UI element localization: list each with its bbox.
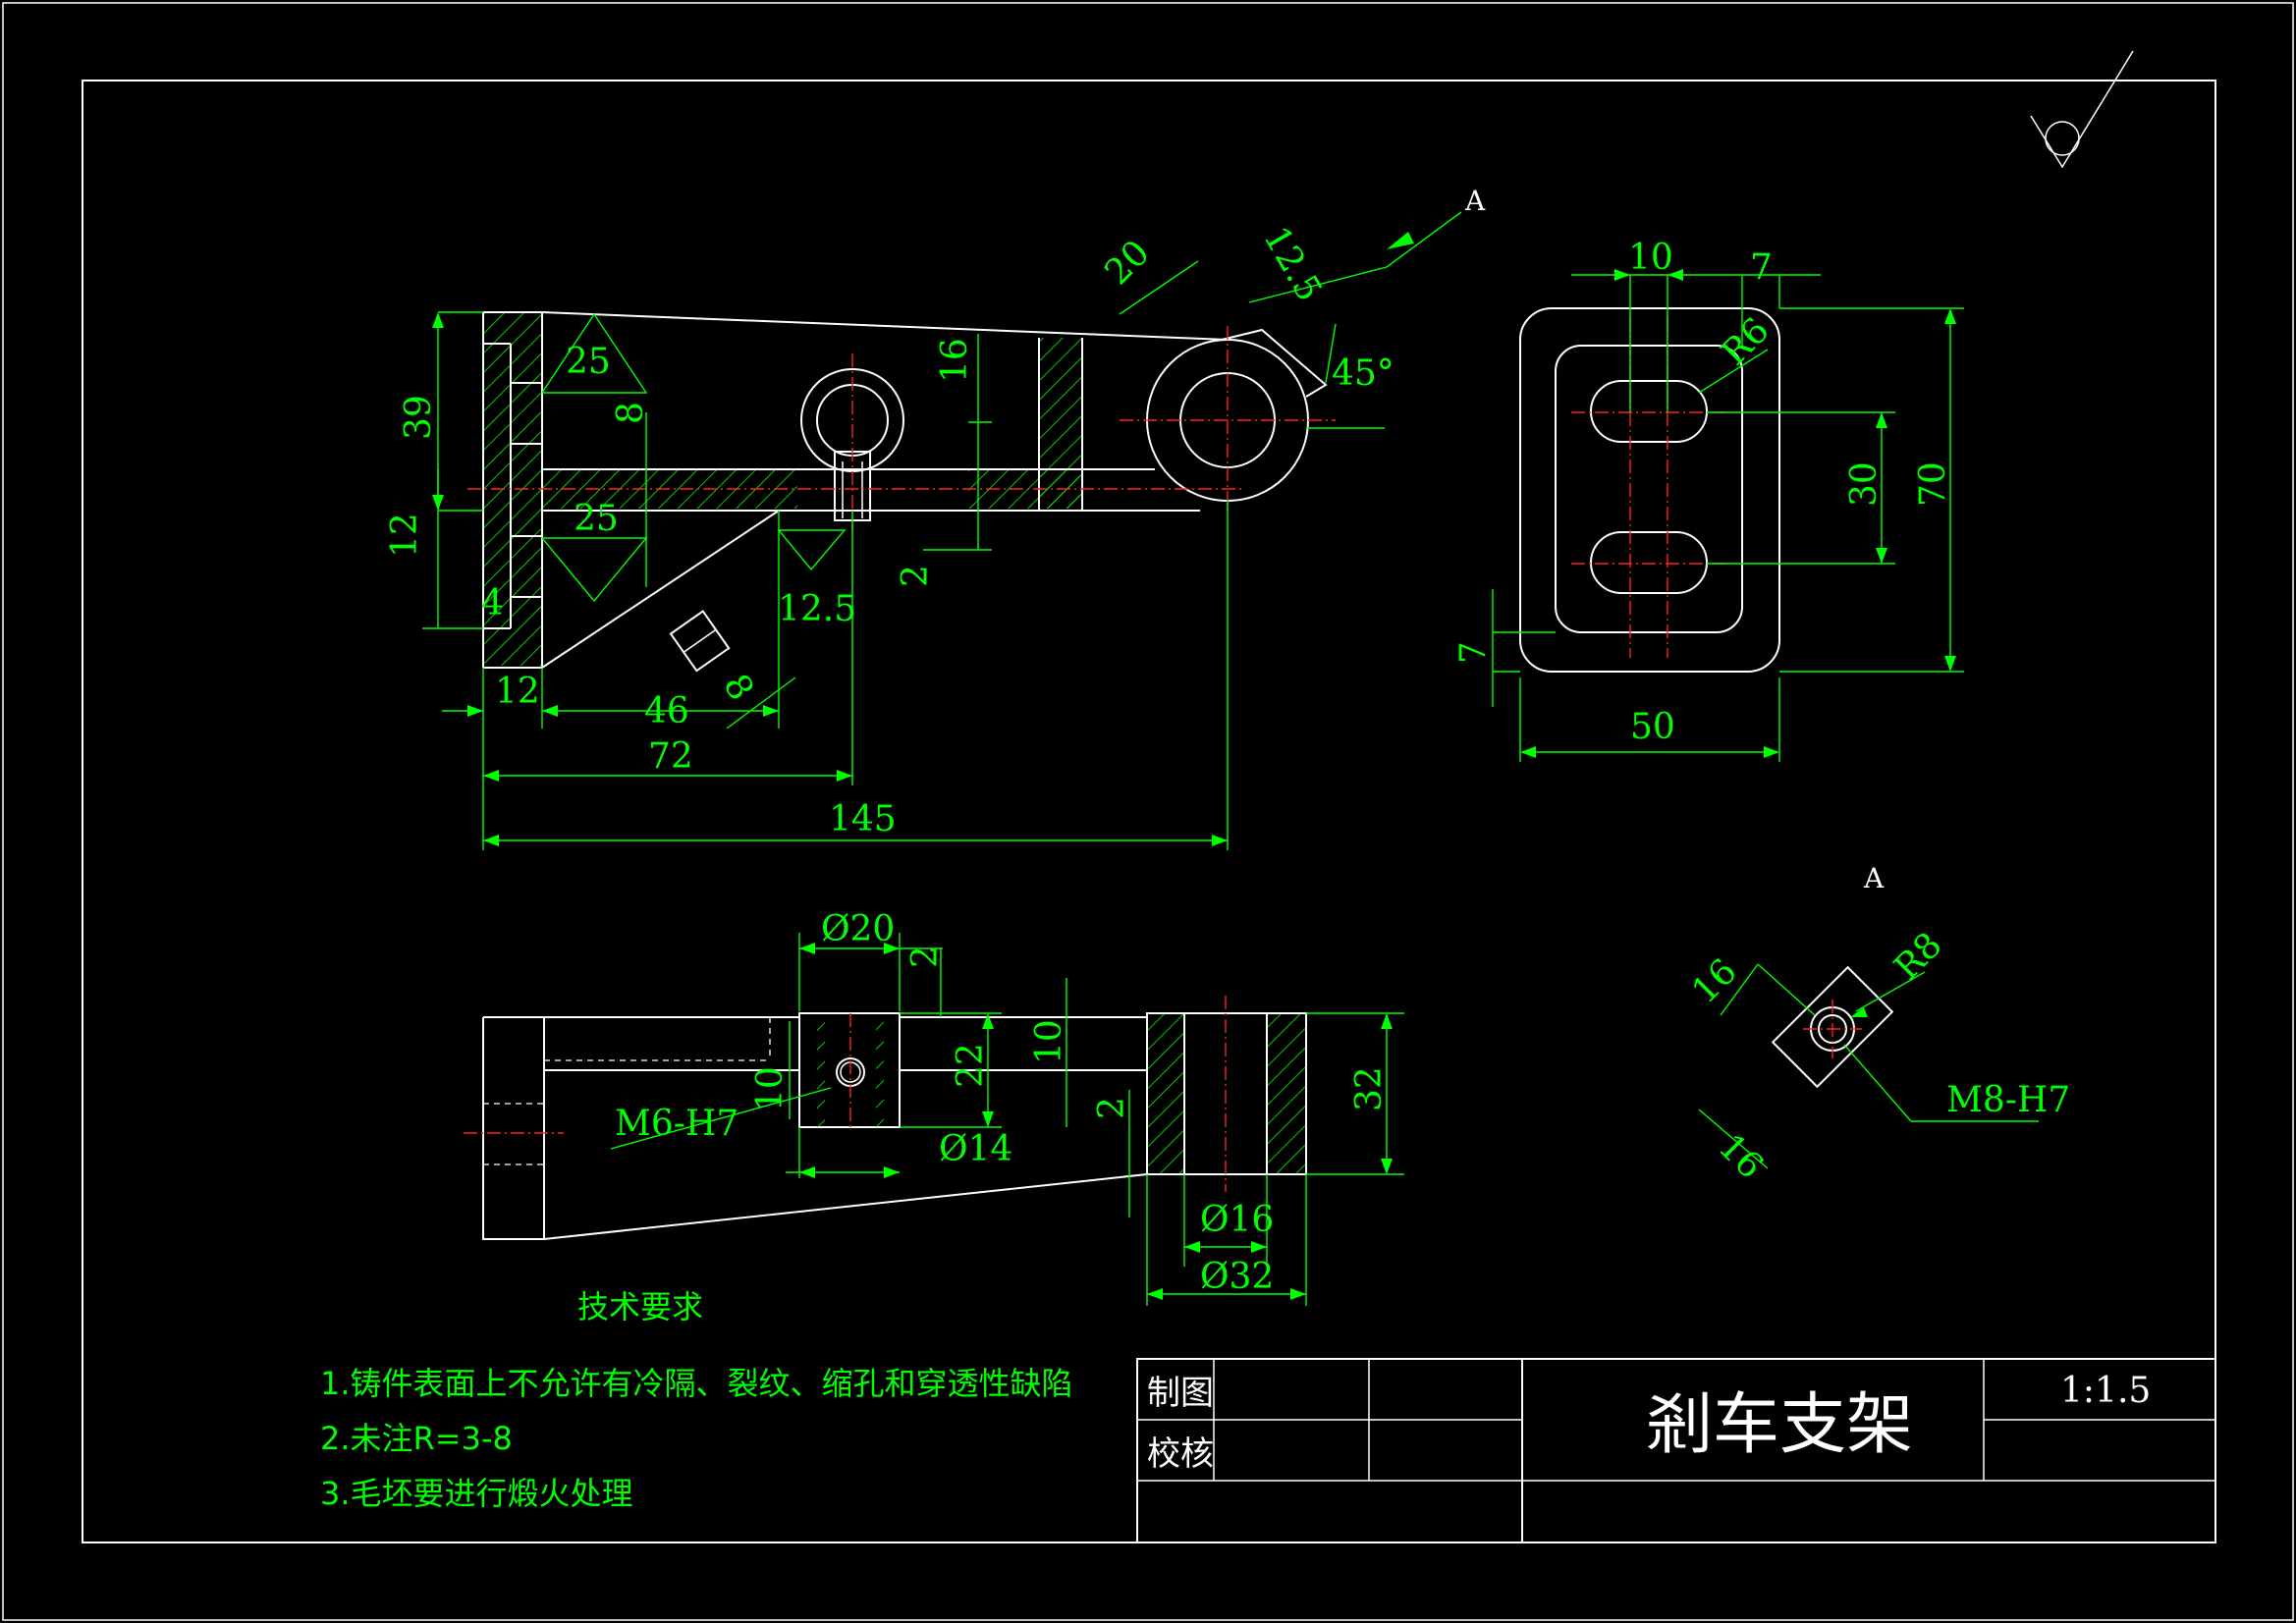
dim-25-mid: 25: [574, 499, 619, 539]
dim-22: 22: [951, 1043, 991, 1088]
dim-145: 145: [829, 799, 897, 839]
technical-requirements: 技术要求 1.铸件表面上不允许有冷隔、裂纹、缩孔和穿透性缺陷 2.未注R=3-8…: [320, 1288, 1073, 1512]
section-arrow-label-a: A: [1464, 185, 1486, 217]
dim-70: 70: [1913, 461, 1953, 507]
dim-12-bottom: 12: [495, 672, 540, 712]
dim-7-top: 7: [1750, 247, 1773, 288]
dim-phi32: Ø32: [1200, 1257, 1274, 1297]
dim-m8-h7: M8-H7: [1946, 1080, 2070, 1120]
dim-m6-h7: M6-H7: [615, 1104, 738, 1144]
dim-46: 46: [644, 691, 689, 731]
checked-by-label: 校核: [1147, 1434, 1214, 1474]
dim-12-5-top: 12.5: [1255, 220, 1330, 308]
dim-2: 2: [896, 565, 936, 587]
dim-50: 50: [1630, 707, 1675, 747]
dim-phi14: Ø14: [939, 1129, 1012, 1169]
view-label-a: A: [1863, 862, 1885, 894]
dim-r6: R6: [1714, 310, 1777, 373]
hatch-rib: [1039, 338, 1082, 509]
dim-r8: R8: [1886, 925, 1949, 988]
dim-7-left: 7: [1453, 641, 1494, 664]
tech-req-item-3: 3.毛坯要进行煅火处理: [320, 1475, 633, 1512]
dim-45deg: 45°: [1332, 353, 1394, 394]
tech-req-heading: 技术要求: [577, 1288, 703, 1325]
dim-16-bottom: 16: [1711, 1126, 1771, 1186]
dim-32: 32: [1349, 1066, 1390, 1111]
dim-12-5-bottom: 12.5: [778, 589, 856, 629]
dim-4: 4: [481, 583, 504, 623]
dim-10-top: 10: [1628, 238, 1673, 278]
inner-drawing-frame: [82, 80, 2216, 1543]
drawn-by-label: 制图: [1147, 1374, 1214, 1413]
dim-2-right: 2: [1092, 1097, 1132, 1119]
tech-req-item-2: 2.未注R=3-8: [320, 1420, 513, 1457]
dim-20: 20: [1097, 233, 1157, 293]
dim-phi16: Ø16: [1200, 1200, 1274, 1240]
dim-25-top: 25: [566, 342, 611, 382]
dim-10-mid: 10: [1029, 1019, 1069, 1064]
dim-16-top: 16: [1684, 951, 1744, 1011]
scale-value: 1:1.5: [2060, 1371, 2151, 1411]
dim-39: 39: [399, 395, 439, 440]
surface-roughness-symbol: [2030, 50, 2134, 169]
title-block: 制图 校核 剎车支架 1:1.5: [1136, 1358, 2216, 1543]
dim-72: 72: [648, 736, 693, 777]
tech-req-item-1: 1.铸件表面上不允许有冷隔、裂纹、缩孔和穿透性缺陷: [320, 1365, 1073, 1402]
dim-phi20: Ø20: [821, 909, 895, 949]
dim-16: 16: [935, 338, 975, 383]
dim-8-slot: 8: [715, 668, 761, 707]
dim-8: 8: [611, 402, 651, 424]
side-view: 10 7 R6 30 70 7 50: [1453, 238, 1964, 762]
part-name: 剎车支架: [1646, 1386, 1913, 1464]
front-view: 20 12.5 45° 16 25 8 25 39 12 4 12 2 12.5…: [385, 185, 1486, 850]
detail-view-a: A 16 R8 16 M8-H7: [1684, 862, 2070, 1187]
dim-10-left: 10: [750, 1066, 791, 1111]
dim-30: 30: [1844, 461, 1885, 507]
top-view: Ø20 2 22 10 M6-H7 10 Ø14 2 32 Ø16 Ø32: [464, 909, 1404, 1306]
dim-2-top: 2: [905, 946, 946, 968]
dim-12-left: 12: [385, 513, 425, 558]
